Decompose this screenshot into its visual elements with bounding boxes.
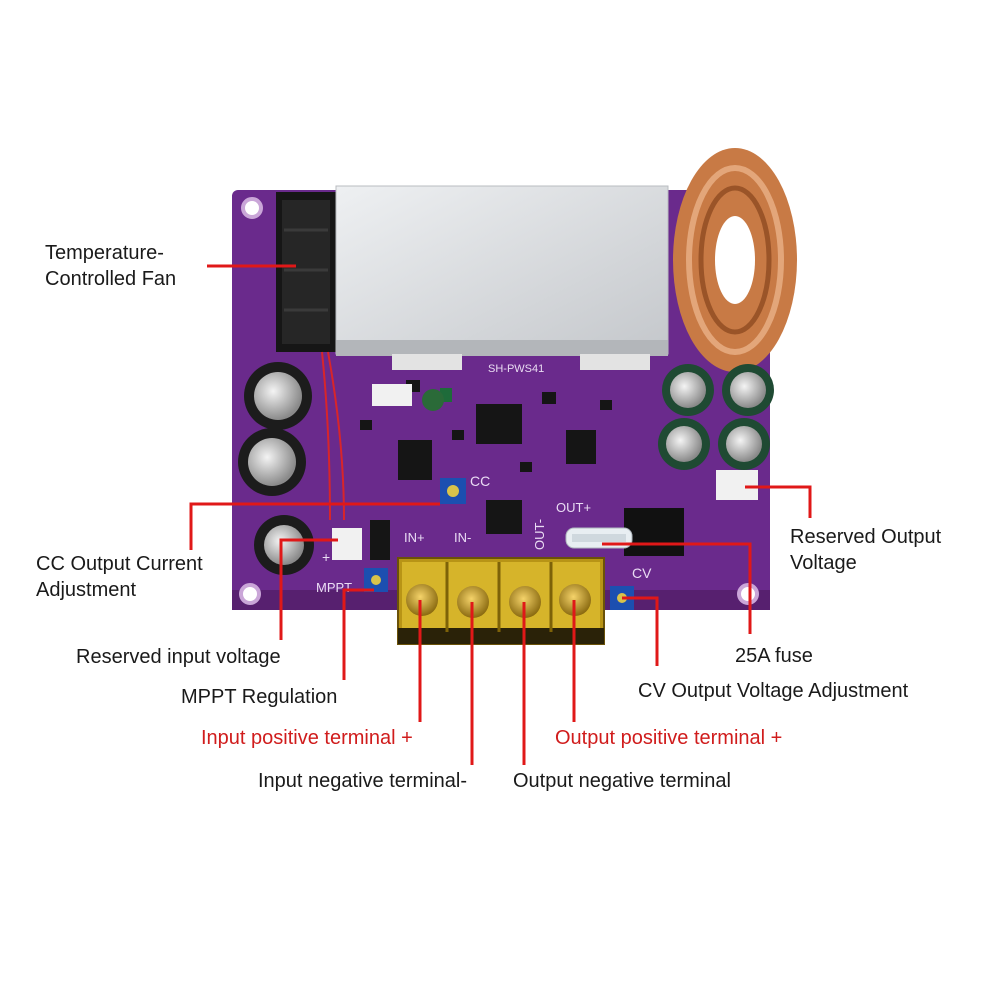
silk-out-plus: OUT+ — [556, 500, 591, 515]
terminal-block — [397, 557, 605, 645]
toroid-coil — [673, 148, 797, 372]
label-reserved-output-voltage: Reserved Output Voltage — [790, 526, 942, 574]
silk-plus: + — [322, 549, 330, 565]
label-output-positive-terminal: Output positive terminal + — [555, 727, 783, 749]
fan — [276, 192, 336, 352]
fan-wires — [321, 351, 345, 521]
leader-mppt — [342, 588, 374, 680]
label-temperature-fan: Temperature- Controlled Fan — [45, 242, 177, 290]
label-25a-fuse: 25A fuse — [735, 645, 813, 667]
leader-reserved-input — [279, 538, 338, 640]
silk-mppt: MPPT — [316, 580, 352, 595]
heatsink — [335, 185, 669, 370]
leader-reserved-output — [745, 485, 812, 518]
silk-in-minus: IN- — [454, 530, 471, 545]
silk-cc: CC — [470, 473, 490, 489]
leader-cc — [189, 502, 440, 550]
terminal-screw-in-plus — [406, 584, 438, 616]
label-input-negative-terminal: Input negative terminal- — [258, 770, 468, 792]
ic-components — [332, 380, 758, 560]
model-silkscreen: SH-PWS41 — [488, 363, 544, 375]
silk-cv: CV — [632, 565, 652, 581]
label-input-positive-terminal: Input positive terminal + — [201, 727, 413, 749]
label-mppt-regulation: MPPT Regulation — [181, 686, 338, 708]
leader-fuse — [602, 542, 752, 634]
silkscreen-labels: CC CV MPPT IN+ IN- OUT+ OUT- + — [316, 473, 652, 595]
silk-in-plus: IN+ — [404, 530, 425, 545]
leader-cv — [622, 596, 659, 666]
output-capacitors — [658, 364, 774, 470]
input-capacitors — [238, 362, 314, 575]
label-cv-output-voltage: CV Output Voltage Adjustment — [638, 680, 909, 702]
callout-lines — [189, 264, 812, 765]
silk-out-minus: OUT- — [532, 519, 547, 550]
label-reserved-input-voltage: Reserved input voltage — [76, 646, 281, 668]
mounting-holes — [239, 197, 759, 605]
label-cc-output-current: CC Output Current Adjustment — [36, 553, 203, 601]
label-output-negative-terminal: Output negative terminal — [513, 770, 731, 792]
